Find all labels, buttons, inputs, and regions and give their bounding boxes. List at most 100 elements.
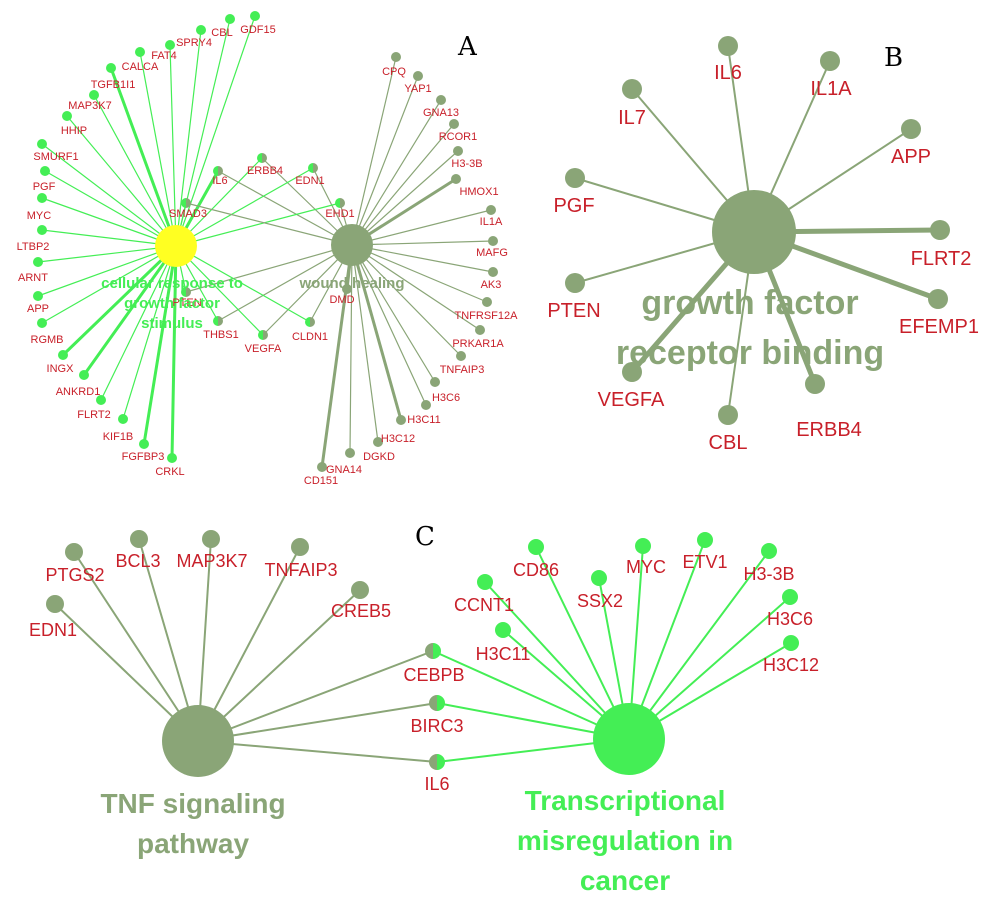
edge-a-h3c6 [351,244,436,383]
edge-a-h2-smad3 [185,202,353,246]
node-a-smad3 [181,198,191,208]
label-a-kif1b: KIF1B [103,431,134,443]
node-a-myc [37,193,47,203]
node-a-tnfrsf12a [482,297,492,307]
edge-c-ptgs2 [73,551,199,742]
node-a-smurf1 [37,139,47,149]
edge-a-ak3 [351,244,494,273]
node-a-cldn1 [305,317,315,327]
hub-a-wound-healing [331,224,373,266]
edge-a-ankrd1 [82,244,178,377]
network-labels: GDF15CBLSPRY4FAT4CALCATGFB1I1MAP3K7HHIPS… [17,24,979,896]
node-a-spry4 [196,25,206,35]
label-a-h3-3b: H3-3B [451,158,482,170]
label-c-h3-3b: H3-3B [743,564,794,584]
label-a-il6: IL6 [212,175,227,187]
label-b-il6: IL6 [714,62,742,84]
node-a-cd151 [317,462,327,472]
label-c-cd86: CD86 [513,560,559,580]
label-a-pten: PTEN [172,297,201,309]
label-b-pten: PTEN [547,300,600,322]
label-b-vegfa: VEGFA [598,389,665,411]
node-a-dmd [342,284,352,294]
label-a-cbl: CBL [211,27,232,39]
label-a-dmd: DMD [329,294,354,306]
label-a-mafg: MAFG [476,247,508,259]
label-a-calca: CALCA [122,61,159,73]
label-a-tnfaip3: TNFAIP3 [440,364,485,376]
label-b-erbb4: ERBB4 [796,419,862,441]
label-a-smad3: SMAD3 [169,208,207,220]
label-a-yap1: YAP1 [404,83,431,95]
edge-c-tnfaip3 [197,546,301,742]
label-c-il6: IL6 [424,774,449,794]
label-a-ingx: INGX [47,363,75,375]
node-c-etv1 [697,532,713,548]
label-b-il1a: IL1A [810,78,852,100]
label-c-map3k7: MAP3K7 [176,551,247,571]
node-a-il1a [486,205,496,215]
label-a-h3c6: H3C6 [432,392,460,404]
edge-a-app [37,245,177,297]
edge-a-tgfb1i1 [109,66,178,248]
label-a-crkl: CRKL [155,466,184,478]
node-c-bcl3 [130,530,148,548]
edge-a-rcor1 [351,123,455,246]
label-a-map3k7: MAP3K7 [68,100,111,112]
node-b-il6 [718,36,738,56]
edge-a-cpq [351,56,397,246]
label-c-ssx2: SSX2 [577,591,623,611]
node-a-arnt [33,257,43,267]
label-a-arnt: ARNT [18,272,48,284]
edge-c-h1-il6 [197,740,438,763]
edge-a-pgf [44,170,177,247]
label-c-myc: MYC [626,557,666,577]
node-a-ehd1 [335,198,345,208]
label-a-vegfa: VEGFA [245,343,282,355]
label-a-h3c11: H3C11 [407,414,440,426]
label-a-h3c12: H3C12 [381,433,415,445]
hub-label-a-wound-healing: wound healing [299,275,405,292]
edge-a-spry4 [175,29,202,247]
label-c-bcl3: BCL3 [115,551,160,571]
label-c-h3c12: H3C12 [763,655,819,675]
node-a-dgkd [373,437,383,447]
node-a-prkar1a [475,325,485,335]
node-a-rgmb [37,318,47,328]
node-c-ccnt1 [477,574,493,590]
edge-a-h2-thbs1 [217,244,353,322]
edge-a-fgfbp3 [142,244,178,446]
node-a-pten [181,287,191,297]
node-b-app [901,119,921,139]
edge-a-h1-ehd1 [175,202,341,247]
label-a-cd151: CD151 [304,475,338,487]
panel-letter-c: C [415,522,435,552]
label-a-rcor1: RCOR1 [439,131,478,143]
node-a-h3-3b [453,146,463,156]
edge-a-h3-3b [351,150,459,246]
edge-a-h2-vegfa [262,244,353,336]
label-c-tnfaip3: TNFAIP3 [264,560,337,580]
hub-b-growth-factor-receptor-binding [712,190,796,274]
node-b-il7 [622,79,642,99]
edge-a-h1-edn1 [175,167,314,247]
node-a-app [33,291,43,301]
label-a-pgf: PGF [33,181,56,193]
hub-a-cellular-response [155,225,197,267]
node-a-edn1 [308,163,318,173]
node-a-kif1b [118,414,128,424]
node-c-cd86 [528,539,544,555]
label-a-gdf15: GDF15 [240,24,275,36]
network-nodes [33,11,950,777]
label-c-h3c11: H3C11 [476,644,531,664]
edge-a-dgkd [351,244,379,443]
node-b-pten [565,273,585,293]
label-b-il7: IL7 [618,107,646,129]
label-a-smurf1: SMURF1 [33,151,78,163]
node-a-hmox1 [451,174,461,184]
node-a-pgf [40,166,50,176]
